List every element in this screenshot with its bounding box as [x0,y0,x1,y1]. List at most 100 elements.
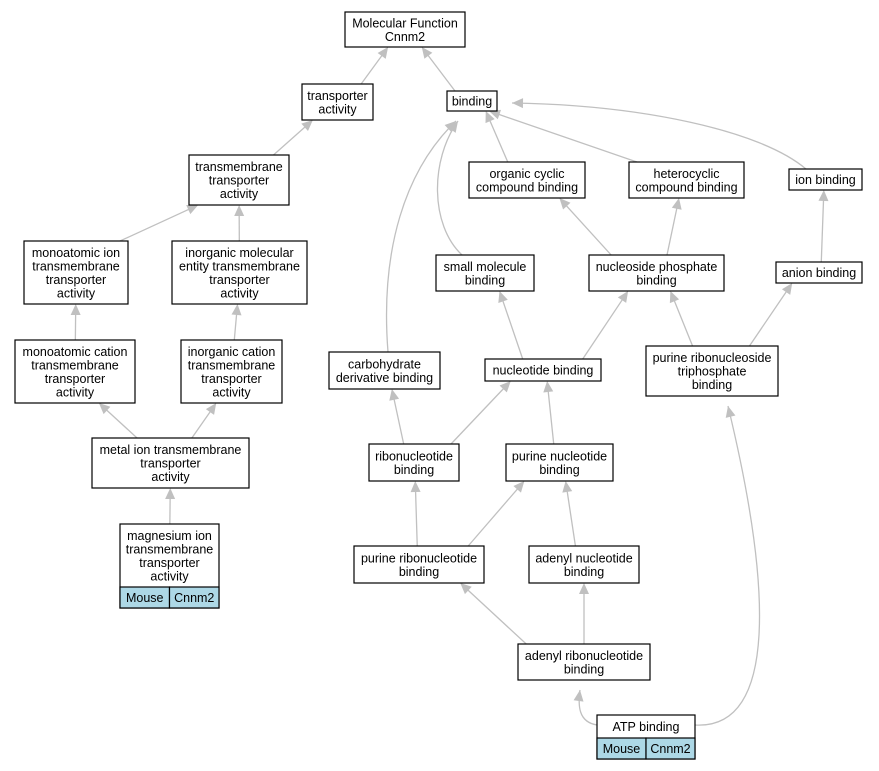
node-label-line: derivative binding [336,371,433,385]
edge-ribonuc-to-carbo [389,389,405,445]
edge-line [511,102,807,170]
node-label-line: inorganic cation [188,345,276,359]
edge-hcb-to-binding [489,109,638,163]
edge-arrowhead [617,291,629,303]
node-label-line: transmembrane [31,358,119,372]
node-nucb[interactable]: nucleotide binding [484,358,602,382]
node-label-line: binding [539,463,579,477]
tag-mouse: Mouse [603,742,641,756]
edge-arrowhead [579,583,589,594]
node-box [368,443,460,482]
node-label-line: entity transmembrane [179,259,300,273]
node-box [775,261,863,284]
node-label-line: purine ribonucleotide [361,551,477,565]
edge-line [820,199,825,263]
node-box [171,240,308,305]
node-label-line: binding [394,463,434,477]
node-label-line: transporter [209,174,269,188]
node-label-line: binding [564,565,604,579]
edges-layer [70,47,829,726]
edge-arrowhead [781,283,793,295]
node-label-line: transmembrane [32,259,120,273]
node-box [468,161,586,199]
node-label-line: binding [692,378,732,392]
edge-prntb-to-npb [669,291,694,347]
node-label-line: binding [636,273,676,287]
edge-line [498,113,638,163]
node-label-line: Molecular Function [352,16,458,30]
node-box [446,90,498,112]
edge-line [450,387,505,445]
node-label-line: adenyl ribonucleotide [525,649,643,663]
node-label-line: activity [150,569,189,583]
edge-arrowhead [421,47,433,59]
node-box [23,240,129,305]
node-label-line: purine nucleotide [512,449,607,463]
edge-monoion-to-tmtransp [119,205,199,242]
node-label-line: transporter [209,273,269,287]
node-label-line: ion binding [795,173,856,187]
node-box [435,254,535,292]
edge-prntb-to-anionb [748,283,793,347]
edge-arrowhead [562,481,573,493]
node-monoion[interactable]: monoatomic iontransmembranetransporterac… [23,240,129,305]
edge-tmtransp-to-transp [273,120,313,156]
node-label-line: binding [465,273,505,287]
node-label-line: transmembrane [126,542,214,556]
edge-arrowhead [186,205,199,215]
node-label-line: binding [452,95,492,109]
edge-arrowhead [498,291,508,304]
edge-arrowhead [499,381,511,393]
edge-line [191,410,212,439]
node-label-line: transporter [45,372,105,386]
edge-arrowhead [671,198,682,210]
edge-arrowhead [513,481,525,493]
node-ionb[interactable]: ion binding [788,168,863,191]
edge-inorgcat-to-inorgmol [231,304,242,341]
node-label-line: adenyl nucleotide [535,551,632,565]
edge-line [385,120,457,353]
node-metalion[interactable]: metal ion transmembranetransporteractivi… [91,437,250,489]
node-binding[interactable]: binding [446,90,498,112]
edge-line [578,689,598,726]
edge-anionb-to-ionb [818,190,829,263]
node-label-line: inorganic molecular [185,246,293,260]
edge-line [467,589,527,645]
node-mgion[interactable]: magnesium iontransmembranetransporteract… [119,523,220,609]
tag-cnnm2: Cnnm2 [650,742,690,756]
node-anionb[interactable]: anion binding [775,261,863,284]
edge-arrowhead [818,190,829,202]
edge-purribo-to-ribonuc [410,481,421,547]
node-box [353,545,485,584]
node-box [180,339,283,404]
node-monocat[interactable]: monoatomic cationtransmembranetransporte… [14,339,136,404]
edge-arrowhead [377,47,389,59]
edge-arrowhead [389,389,400,401]
node-label-line: compound binding [476,180,578,194]
edge-metalion-to-inorgcat [191,403,217,439]
node-inorgcat[interactable]: inorganic cationtransmembranetransporter… [180,339,283,404]
node-box [328,351,441,390]
edge-line [673,300,694,347]
node-box [14,339,136,404]
node-label-line: binding [564,662,604,676]
edge-arrowhead [512,98,524,109]
edge-line [467,488,519,547]
node-label-line: transporter [46,273,106,287]
